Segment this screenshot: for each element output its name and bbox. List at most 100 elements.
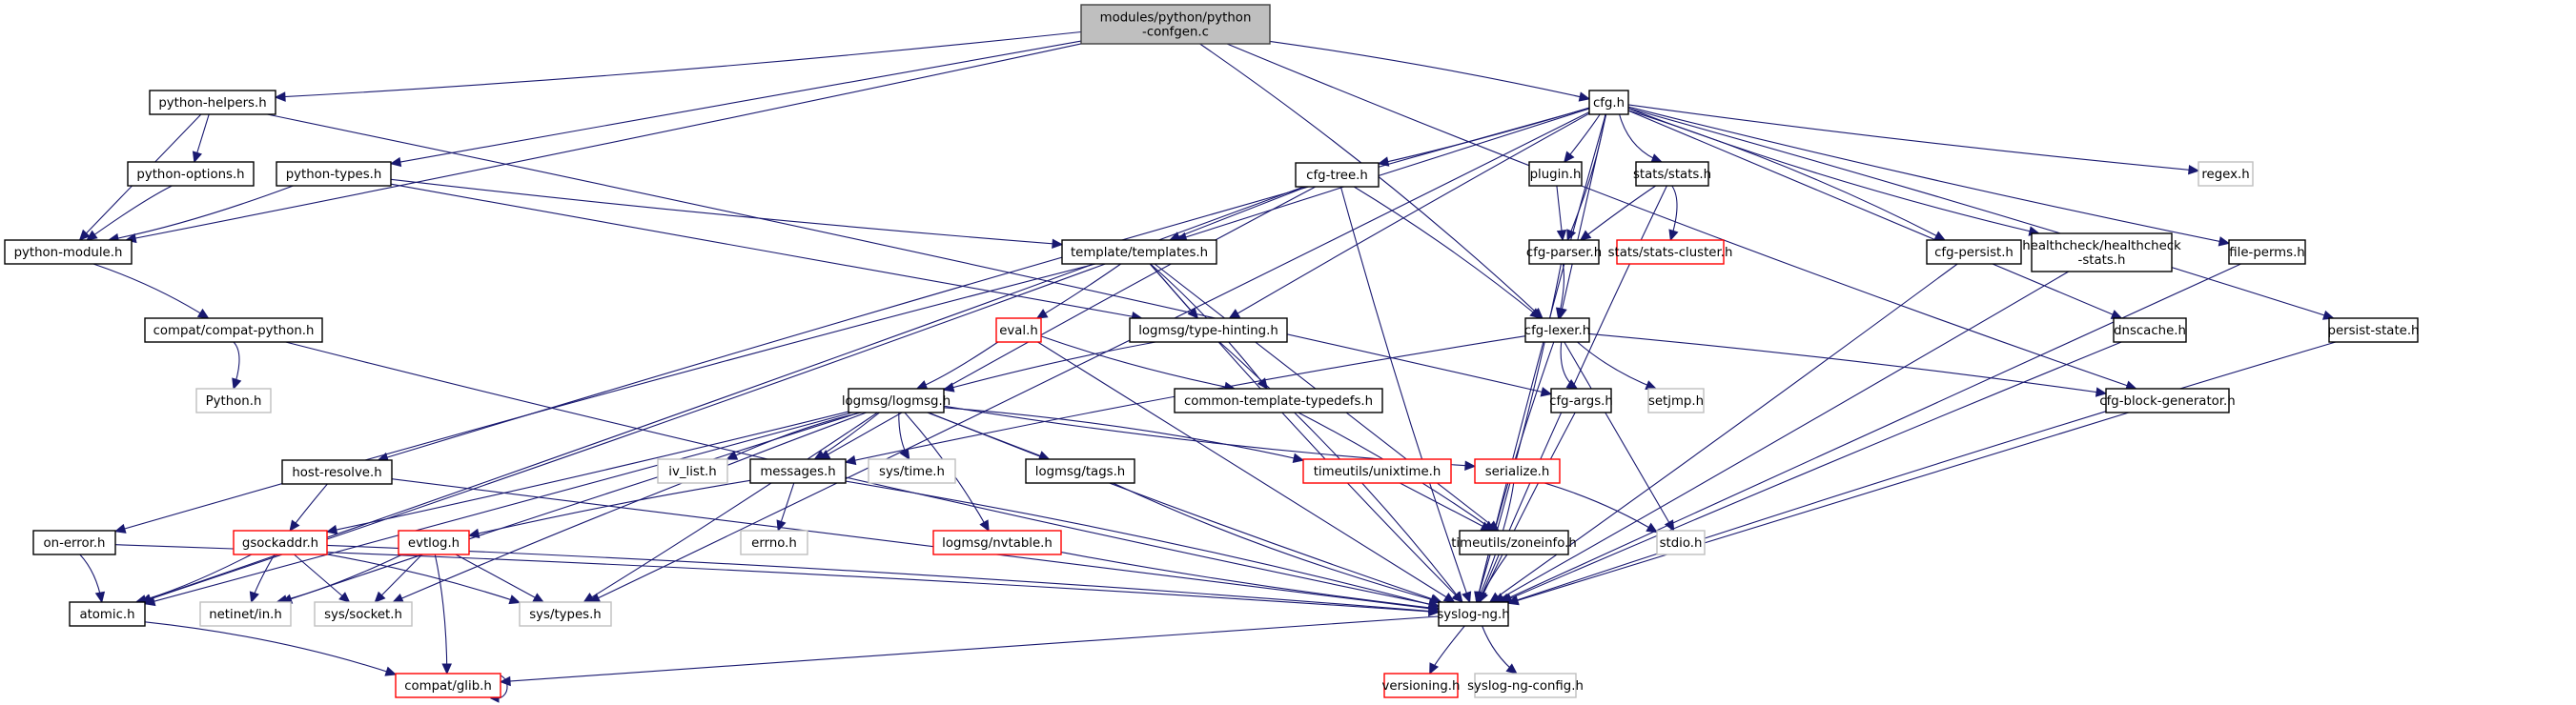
arrowhead bbox=[86, 230, 98, 241]
node-label: timeutils/zoneinfo.h bbox=[1451, 536, 1577, 551]
node-host-resolve[interactable]: host-resolve.h bbox=[281, 459, 393, 485]
node-box bbox=[932, 530, 1062, 555]
node-python-module[interactable]: python-module.h bbox=[4, 239, 133, 265]
node-unixtime[interactable]: timeutils/unixtime.h bbox=[1302, 458, 1452, 484]
edge-logmsg-to-sys_time bbox=[898, 412, 910, 461]
node-box bbox=[1474, 458, 1561, 484]
node-cfg-tree[interactable]: cfg-tree.h bbox=[1295, 162, 1380, 188]
node-errno[interactable]: errno.h bbox=[740, 530, 808, 555]
node-label: healthcheck/healthcheck bbox=[2022, 239, 2181, 253]
node-python-helpers[interactable]: python-helpers.h bbox=[149, 90, 276, 115]
arrowhead bbox=[232, 377, 242, 391]
node-syslog-ng[interactable]: syslog-ng.h bbox=[1437, 601, 1510, 627]
node-root[interactable]: modules/python/python-confgen.c bbox=[1080, 4, 1271, 45]
node-atomic[interactable]: atomic.h bbox=[69, 601, 146, 627]
node-eval[interactable]: eval.h bbox=[995, 317, 1042, 343]
node-compat-glib[interactable]: compat/glib.h bbox=[395, 673, 501, 698]
edge-line bbox=[1400, 482, 1492, 532]
edge-line bbox=[1040, 335, 1236, 390]
node-netinet-in[interactable]: netinet/in.h bbox=[199, 601, 292, 627]
edge-python_helpers-to-python_options bbox=[192, 113, 210, 164]
node-box bbox=[2113, 317, 2187, 343]
node-compat-python[interactable]: compat/compat-python.h bbox=[144, 317, 323, 343]
node-label: logmsg/tags.h bbox=[1035, 465, 1125, 479]
node-box bbox=[657, 458, 728, 484]
node-python-h[interactable]: Python.h bbox=[195, 388, 272, 413]
node-label: -stats.h bbox=[2078, 253, 2126, 268]
node-label: timeutils/unixtime.h bbox=[1314, 465, 1441, 479]
edge-cfg_lexer-to-setjmp bbox=[1577, 341, 1658, 391]
node-cfg[interactable]: cfg.h bbox=[1588, 90, 1629, 115]
edge-line bbox=[391, 478, 1440, 611]
node-box bbox=[395, 673, 501, 698]
node-syslog-ng-config[interactable]: syslog-ng-config.h bbox=[1467, 673, 1584, 698]
node-on-error[interactable]: on-error.h bbox=[32, 530, 116, 555]
arrowhead bbox=[726, 450, 739, 460]
node-box bbox=[1295, 162, 1380, 188]
edge-plugin-to-cfg_parser bbox=[1556, 185, 1567, 242]
edge-cfg_block_gen-to-syslog_ng bbox=[1506, 412, 2130, 606]
node-templates[interactable]: template/templates.h bbox=[1061, 239, 1217, 265]
node-plugin[interactable]: plugin.h bbox=[1528, 161, 1583, 187]
edge-stats-to-cfg_parser bbox=[1579, 185, 1657, 241]
edge-root-to-cfg bbox=[1269, 40, 1591, 102]
edge-cfg-to-persist_state bbox=[1627, 108, 2335, 320]
node-cfg-persist[interactable]: cfg-persist.h bbox=[1926, 239, 2022, 265]
node-zoneinfo[interactable]: timeutils/zoneinfo.h bbox=[1451, 530, 1577, 555]
node-common-tt[interactable]: common-template-typedefs.h bbox=[1174, 388, 1383, 413]
node-box bbox=[127, 161, 255, 187]
edge-cfg_tree-to-templates bbox=[1168, 186, 1307, 242]
node-cfg-block-gen[interactable]: cfg-block-generator.h bbox=[2099, 388, 2236, 413]
node-python-options[interactable]: python-options.h bbox=[127, 161, 255, 187]
edge-line bbox=[390, 178, 1063, 246]
node-regex[interactable]: regex.h bbox=[2198, 161, 2254, 187]
arrowhead bbox=[1464, 460, 1477, 472]
node-healthcheck[interactable]: healthcheck/healthcheck-stats.h bbox=[2022, 232, 2181, 272]
node-versioning[interactable]: versioning.h bbox=[1382, 673, 1461, 698]
node-cfg-parser[interactable]: cfg-parser.h bbox=[1526, 239, 1602, 265]
node-box bbox=[1550, 388, 1612, 413]
node-gsockaddr[interactable]: gsockaddr.h bbox=[233, 530, 328, 555]
node-evtlog[interactable]: evtlog.h bbox=[398, 530, 470, 555]
edge-messages-to-errno bbox=[776, 482, 795, 533]
node-file-perms[interactable]: file-perms.h bbox=[2228, 239, 2306, 265]
node-iv-list[interactable]: iv_list.h bbox=[657, 458, 728, 484]
node-sys-socket[interactable]: sys/socket.h bbox=[314, 601, 413, 627]
edge-line bbox=[589, 111, 1590, 603]
edge-evtlog-to-sys_socket bbox=[374, 554, 423, 603]
node-box bbox=[1080, 4, 1271, 45]
node-cfg-args[interactable]: cfg-args.h bbox=[1549, 388, 1613, 413]
arrowhead bbox=[389, 156, 402, 168]
edge-line bbox=[943, 407, 1304, 461]
node-box bbox=[199, 601, 292, 627]
node-label: python-helpers.h bbox=[158, 96, 266, 111]
edge-line bbox=[1339, 186, 1471, 603]
edge-line bbox=[92, 263, 209, 319]
edge-line bbox=[392, 412, 867, 603]
node-setjmp[interactable]: setjmp.h bbox=[1647, 388, 1705, 413]
node-python-types[interactable]: python-types.h bbox=[276, 161, 392, 187]
edge-line bbox=[1150, 263, 1463, 603]
edge-logmsg-to-sys_types bbox=[583, 412, 878, 603]
node-sys-time[interactable]: sys/time.h bbox=[868, 458, 956, 484]
node-cfg-lexer[interactable]: cfg-lexer.h bbox=[1524, 317, 1590, 343]
node-tags[interactable]: logmsg/tags.h bbox=[1025, 458, 1135, 484]
node-stats[interactable]: stats/stats.h bbox=[1633, 161, 1711, 187]
node-nvtable[interactable]: logmsg/nvtable.h bbox=[932, 530, 1062, 555]
arrowhead bbox=[1035, 309, 1049, 319]
node-logmsg[interactable]: logmsg/logmsg.h bbox=[842, 388, 951, 413]
node-stdio[interactable]: stdio.h bbox=[1656, 530, 1706, 555]
node-type-hinting[interactable]: logmsg/type-hinting.h bbox=[1129, 317, 1288, 343]
node-messages[interactable]: messages.h bbox=[749, 458, 847, 484]
node-stats-cluster[interactable]: stats/stats-cluster.h bbox=[1608, 239, 1733, 265]
arrowhead bbox=[196, 308, 210, 319]
edge-line bbox=[326, 544, 1440, 613]
node-dnscache[interactable]: dnscache.h bbox=[2113, 317, 2187, 343]
node-serialize[interactable]: serialize.h bbox=[1474, 458, 1561, 484]
node-label: gsockaddr.h bbox=[242, 536, 318, 551]
node-box bbox=[195, 388, 272, 413]
node-sys-types[interactable]: sys/types.h bbox=[519, 601, 612, 627]
node-label: persist-state.h bbox=[2328, 324, 2420, 338]
node-persist-state[interactable]: persist-state.h bbox=[2328, 317, 2420, 343]
